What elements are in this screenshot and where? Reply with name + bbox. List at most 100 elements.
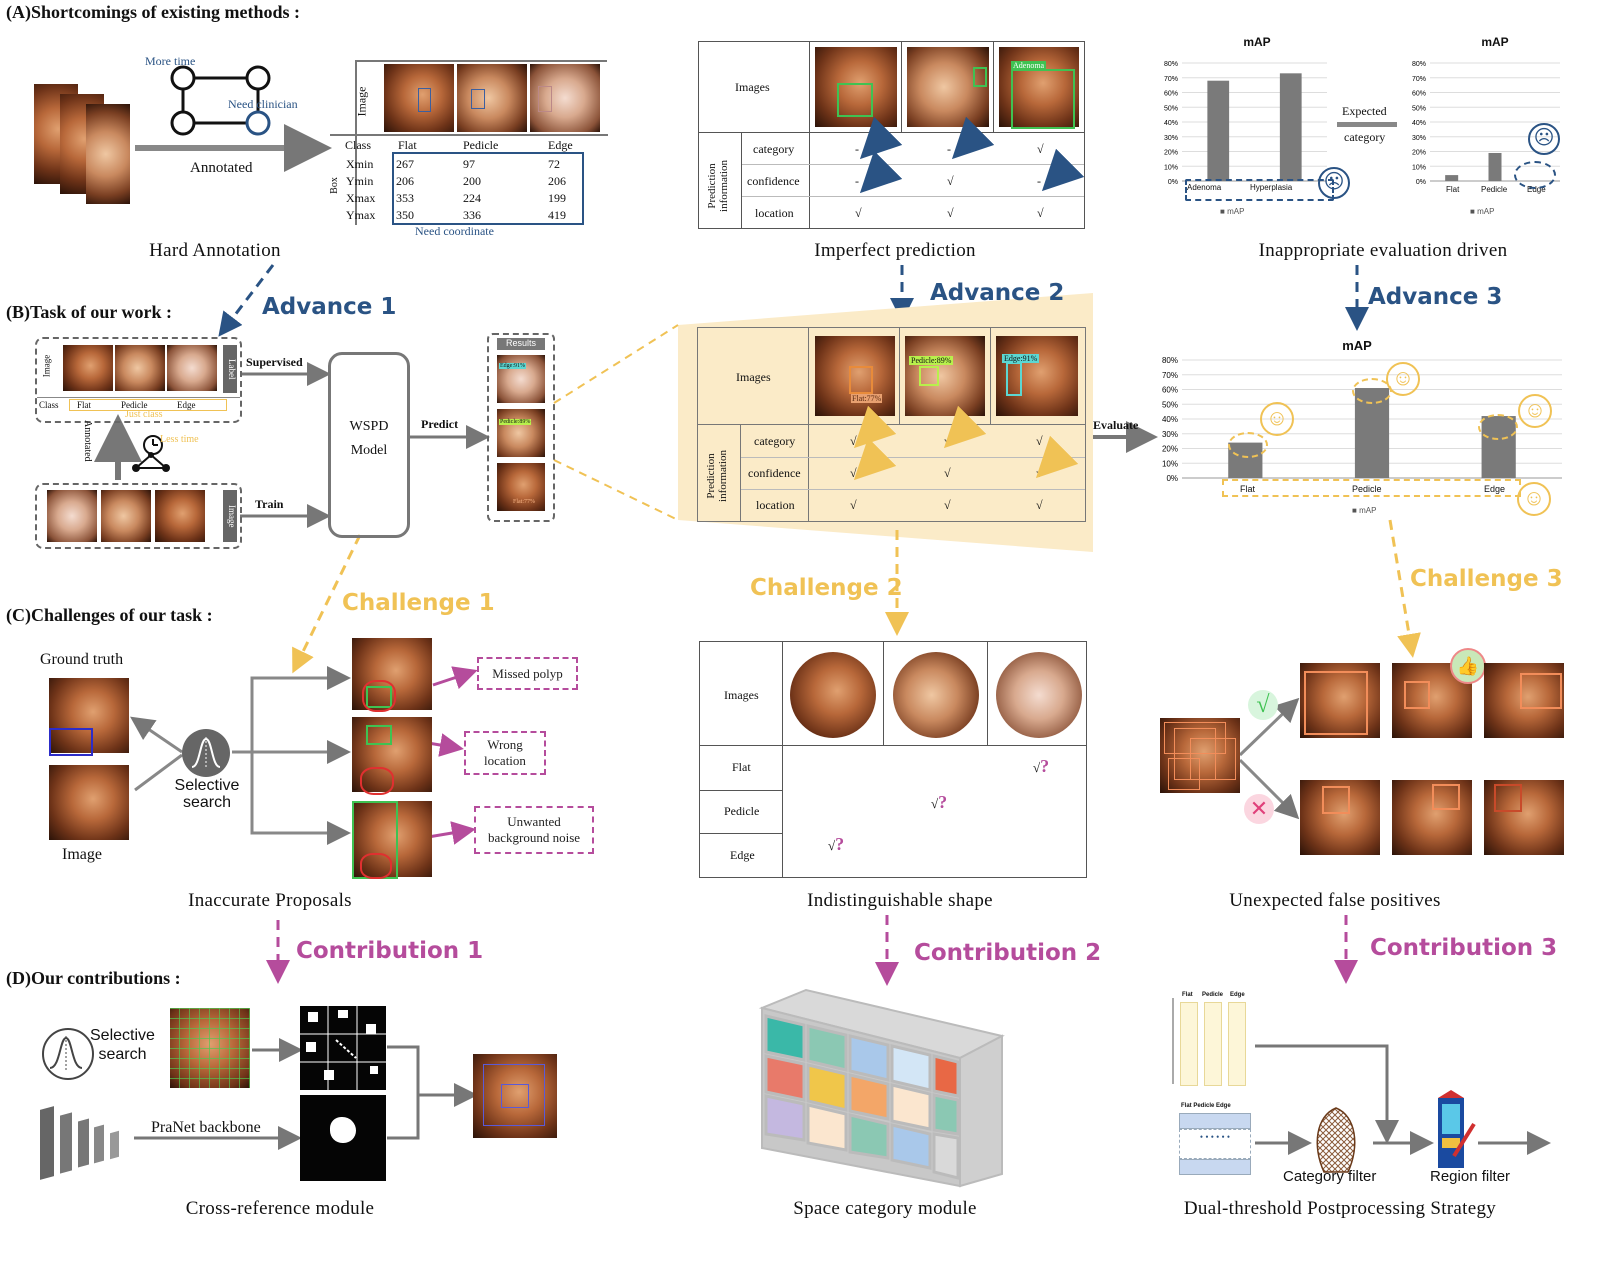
x-tick-label: Adenoma (1187, 183, 1222, 192)
region-filter-label: Region filter (1430, 1168, 1511, 1185)
wspd-model-box: WSPD Model (328, 352, 410, 538)
y-tick-label: 20% (1164, 150, 1178, 157)
mini-header: Flat Pedicle Edge (1181, 1103, 1231, 1109)
section-a-title: (A)Shortcomings of existing methods : (6, 2, 300, 22)
images-label: Images (736, 370, 771, 384)
class-flat: Flat (398, 138, 417, 152)
mini-class: Edge (1230, 992, 1245, 998)
table-rule (355, 60, 357, 225)
endoscopy-image (86, 104, 130, 204)
caption-cross-ref: Cross-reference module (185, 1198, 375, 1219)
category-filter-label: Category filter (1283, 1168, 1377, 1185)
endoscopy-image (155, 490, 205, 542)
x-tick-label: Pedicle (1481, 185, 1508, 194)
mark: √ (850, 434, 857, 448)
mark: √ (1037, 142, 1044, 156)
clock-icon (140, 432, 166, 458)
caption-hard-annotation: Hard Annotation (149, 240, 281, 261)
class-label: Class (39, 400, 59, 410)
coord-value: 419 (548, 208, 566, 222)
row-name: Xmin (346, 157, 374, 171)
x-tick-label: Flat (1446, 185, 1460, 194)
coord-col-flat: 267 206 353 350 (396, 156, 414, 224)
y-tick-label: 50% (1164, 105, 1178, 112)
mark: √ (944, 466, 951, 480)
pred-image-edge: Edge:91% (996, 336, 1078, 416)
wrong-text: Wrong (487, 737, 523, 752)
y-tick-label: 30% (1412, 135, 1426, 142)
y-tick-label: 50% (1162, 400, 1178, 409)
result-tag: Flat:77% (513, 499, 535, 505)
expected-label: Expected (1342, 104, 1387, 118)
mark: - (1037, 174, 1041, 188)
just-class-label: Just class (125, 409, 163, 420)
image-tag: Image (223, 490, 237, 542)
marker-challenge-3: Challenge 3 (1410, 566, 1563, 592)
prediction-table-bottom: Images Prediction information category c… (697, 327, 1086, 522)
question-mark: ? (835, 834, 845, 854)
caption-inaccurate-proposals: Inaccurate Proposals (188, 890, 352, 911)
polyp-image-pedicle (457, 64, 527, 132)
selective-search-icon (42, 1028, 94, 1080)
uncertain-mark: √? (828, 834, 844, 855)
coord-col-pedicle: 97 200 224 336 (463, 156, 481, 224)
category-filter-icon (1316, 1107, 1356, 1173)
class-flat: Flat (77, 400, 92, 410)
pred-image-pedicle: Pedicle:89% (905, 336, 985, 416)
image-axis-label: Image (41, 354, 52, 378)
coordinate-box (392, 152, 584, 225)
row-category: category (754, 434, 796, 448)
fp-image (1300, 780, 1380, 855)
result-tag: Pedicle:89% (499, 419, 532, 425)
dashed-highlight (1352, 378, 1392, 404)
predict-label: Predict (421, 417, 459, 431)
threshold-chart-b: Flat Pedicle Edge • • • • • • (1175, 1103, 1251, 1177)
coordinate-names: Xmin Ymin Xmax Ymax (346, 156, 375, 224)
model-name: WSPD (349, 419, 389, 434)
y-tick-label: 20% (1162, 445, 1178, 454)
annotated-label: Annotated (190, 160, 253, 176)
y-tick-label: 0% (1416, 179, 1426, 186)
mark: √ (850, 466, 857, 480)
coord-value: 97 (463, 157, 475, 171)
ground-truth-image (49, 678, 129, 756)
row-location: location (756, 498, 795, 512)
results-title: Results (497, 338, 545, 350)
row-location: location (755, 206, 794, 220)
mark: - (947, 142, 951, 156)
y-tick-label: 40% (1164, 120, 1178, 127)
shape-image-flat (790, 652, 876, 738)
marker-challenge-2: Challenge 2 (750, 575, 903, 601)
marker-contribution-1: Contribution 1 (296, 938, 484, 964)
region-filter-icon (1438, 1090, 1476, 1168)
question-mark: ? (938, 792, 948, 812)
section-d-title: (D)Our contributions : (6, 968, 181, 988)
section-b-title: (B)Task of our work : (6, 302, 173, 322)
mark: √ (850, 498, 857, 512)
y-tick-label: 10% (1412, 164, 1426, 171)
row-category: category (753, 142, 795, 156)
image-label: Image (62, 846, 102, 863)
endoscopy-image (47, 490, 97, 542)
coord-value: 350 (396, 208, 414, 222)
bbox (538, 86, 552, 112)
class-pedicle: Pedicle (463, 138, 499, 152)
row-flat: Flat (732, 760, 751, 774)
coord-value: 206 (396, 174, 414, 188)
uncertain-mark: √? (1033, 756, 1049, 777)
bar (1488, 152, 1502, 181)
dashed-highlight (1228, 432, 1268, 458)
y-tick-label: 70% (1164, 76, 1178, 83)
evaluate-label: Evaluate (1093, 418, 1139, 432)
triangle-icon (130, 452, 172, 472)
images-label: Images (724, 688, 759, 702)
pred-image-1 (815, 47, 897, 127)
mark: √ (1036, 498, 1043, 512)
search-text: search (98, 1046, 147, 1063)
coord-value: 200 (463, 174, 481, 188)
chart-a-plot: 80%70%60%50%40%30%20%10%0% (1164, 61, 1327, 186)
supervised-label: Supervised (246, 355, 303, 369)
polyp-image-edge (530, 64, 600, 132)
yellow-arrow-markers (853, 405, 1079, 481)
model-label: Model (350, 443, 388, 458)
